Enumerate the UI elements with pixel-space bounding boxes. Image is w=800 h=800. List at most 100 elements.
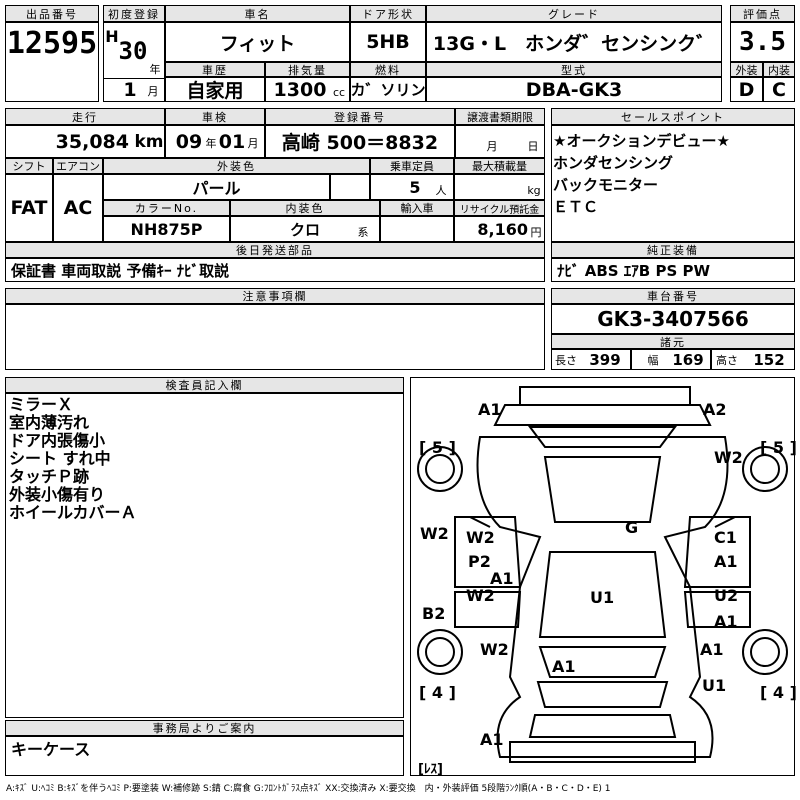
height-box [711,349,795,370]
sales-item: ホンダセンシング [553,154,674,172]
inspection-label: 車検 [165,108,265,125]
wheel-front-right [742,446,788,492]
fuel-label: 燃料 [350,62,426,77]
grade: 13G・L ホンダ゛センシンク゛ [432,32,716,55]
bracket-spare: [ﾚｽ] [418,762,443,777]
later-items: 保証書 車両取説 予備ｷｰ ﾅﾋﾞ取説 [11,261,230,280]
plate-label: 登録番号 [265,108,455,125]
transfer-label: 譲渡書類期限 [455,108,545,125]
mark-w2-front-door-l: W2 [466,528,495,547]
mark-a1-front-left: A1 [478,400,502,419]
color-box [103,174,330,200]
recycle: 8,160 [477,219,528,239]
rear-door-right [683,591,751,628]
fuel-box [350,77,426,102]
model: DBA-GK3 [525,78,623,101]
color-no-label: カラーNo. [103,200,230,216]
sales-item: ＥＴＣ [553,198,599,216]
load-box [454,174,545,200]
ac: AC [63,197,93,219]
color-no: NH875P [130,219,203,239]
interior-color: クロ [289,220,320,239]
score: 3.5 [739,27,786,57]
ac-box [53,174,103,242]
wheel-front-left [417,446,463,492]
office-box [5,736,404,776]
int-grade-box [763,77,795,102]
mark-a1-rear-door-r: A1 [714,612,738,631]
length-box [551,349,631,370]
mark-u2-rear-door-r: U2 [714,586,739,605]
first-reg-label: 初度登録 [103,5,165,22]
height: 152 [753,350,785,369]
inspector-list: ミラーＸ 室内薄汚れ ドア内張傷小 シート すれ中 タッチＰ跡 外装小傷有り ホ… [9,396,137,522]
inspector-label: 検査員記入欄 [5,377,404,393]
displacement: 1300 [273,78,327,101]
windshield [528,426,677,448]
chassis-number: GK3-3407566 [597,307,749,331]
model-label: 型式 [426,62,722,77]
chassis-label: 車台番号 [551,288,795,304]
interior-color-box [230,216,380,242]
reg-month: 1 [123,79,137,101]
bracket-rear-left: [ 4 ] [419,683,456,702]
spec-label: 諸元 [551,334,795,349]
wheel-rear-left [417,629,463,675]
capacity-unit: 人 [435,184,447,197]
mark-a1-rear-fender-r: A1 [700,640,724,659]
door-type: 5HB [366,31,410,53]
insp-year: 09 [175,130,203,153]
trunk [536,681,669,708]
mirrors [469,516,736,528]
plate-box [265,125,455,158]
capacity-box [370,174,454,200]
office-label: 事務局よりご案内 [5,720,404,736]
inspector-item: ミラーＸ [9,395,74,414]
fuel: カ゛ソリン [350,81,426,99]
diagram-box [410,377,795,776]
capacity: 5 [409,177,421,197]
legend: A:ｷｽﾞ U:ﾍｺﾐ B:ｷｽﾞを伴うﾍｺﾐ P:要塗装 W:補修跡 S:錆 … [6,784,611,794]
mileage: 35,084 [55,130,129,153]
reg-year-unit: 年 [149,63,161,76]
sales-label: セールスポイント [551,108,795,125]
chassis-box [551,304,795,334]
rear-panel [509,741,696,763]
rear-glass [538,646,667,678]
mark-a1-trunk: A1 [552,657,576,676]
color-label: 外装色 [103,158,370,174]
width-label: 幅 [647,354,659,367]
door-label: ドア形状 [350,5,426,22]
mark-b2-rear-door-l: B2 [422,604,446,623]
first-reg-box [103,22,165,102]
ext-grade-label: 外装 [730,62,763,77]
reg-month-unit: 月 [147,85,159,98]
mark-w2-front-fender-l: W2 [420,524,449,543]
later-label: 後日発送部品 [5,242,545,258]
divider [103,78,165,79]
mileage-unit: km [134,131,164,152]
score-box [730,22,795,62]
height-label: 高さ [716,354,738,367]
front-panel-shape [493,404,712,426]
displacement-unit: cc [332,85,346,99]
recycle-unit: 円 [530,226,542,239]
int-grade-label: 内装 [763,62,795,77]
mark-g-hood: G [625,518,639,537]
rear-door-left [454,591,522,628]
displacement-box [265,77,350,102]
load-unit: kg [527,183,541,197]
car-name-box [165,22,350,62]
reg-year: 30 [118,37,148,65]
mark-w2-rear-door-l: W2 [466,586,495,605]
wheel-rear-right [742,629,788,675]
int-grade: C [772,78,786,101]
inspector-item: ホイールカバーＡ [9,503,137,522]
grade-box [426,22,722,62]
shift-label: シフト [5,158,53,174]
notes-box [5,304,545,370]
ext-grade-box [730,77,763,102]
lot-box [5,22,99,102]
door-box [350,22,426,62]
transfer-box [455,125,545,158]
